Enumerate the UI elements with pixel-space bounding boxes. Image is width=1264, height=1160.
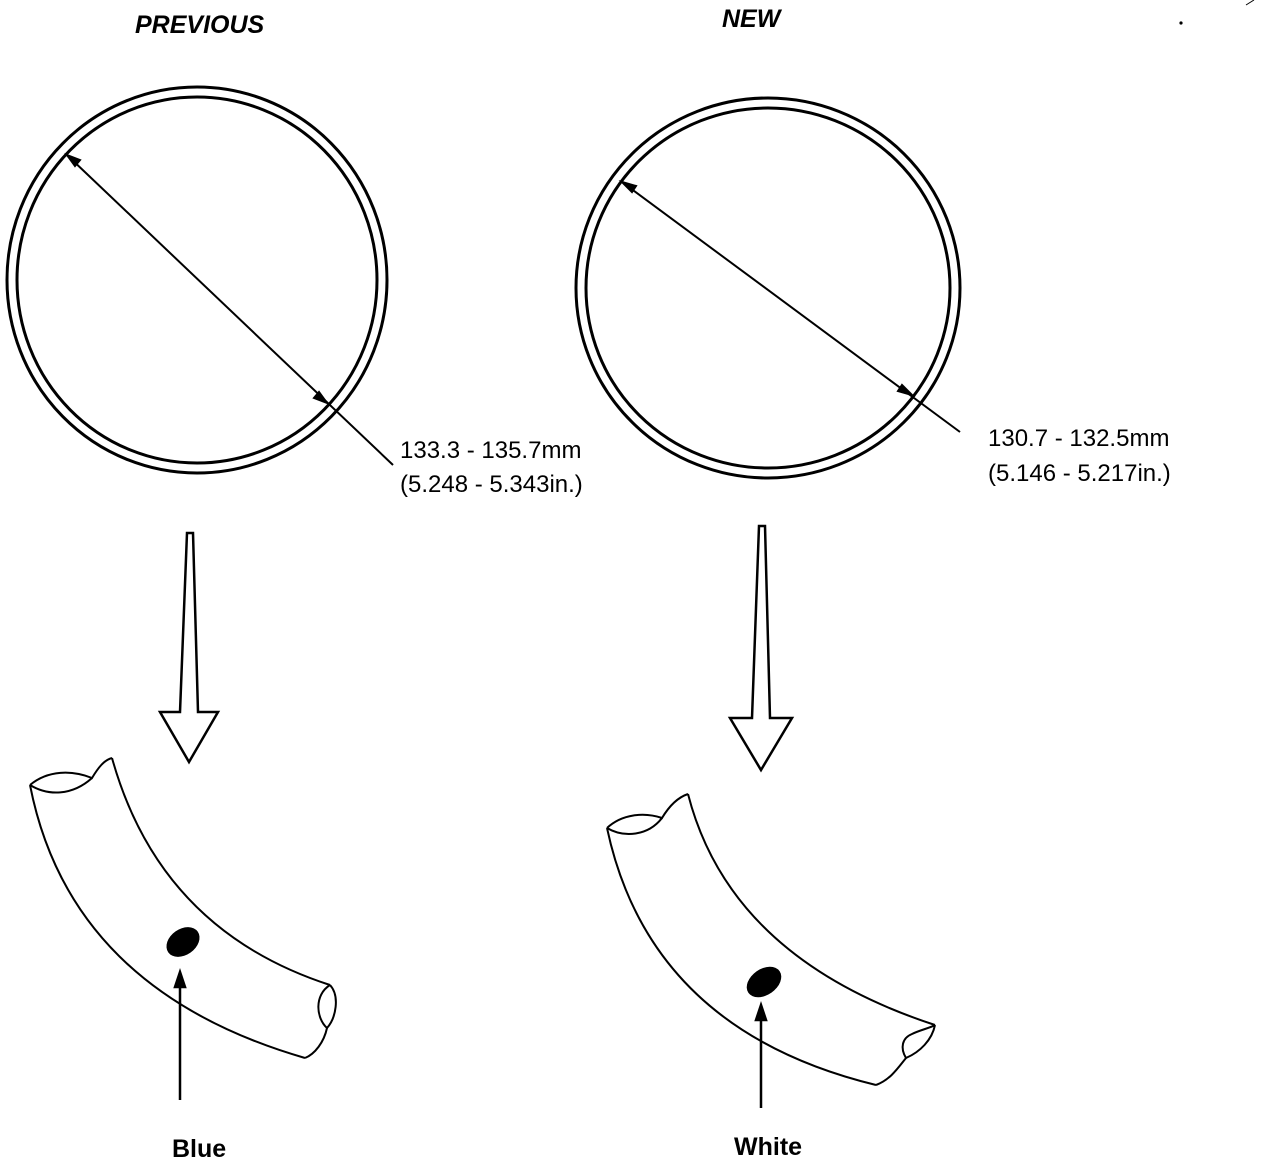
previous-heading: PREVIOUS bbox=[135, 11, 265, 39]
previous-pointer-arrow bbox=[173, 968, 187, 1100]
previous-ring-segment-icon bbox=[29, 757, 337, 1059]
scan-specks bbox=[1179, 0, 1255, 25]
previous-panel: PREVIOUS 133.3 - 135.7mm (5.248 - 5.343i… bbox=[5, 11, 583, 1160]
new-ring-segment-icon bbox=[606, 793, 936, 1086]
new-diameter-line bbox=[618, 179, 961, 433]
previous-down-arrow-icon bbox=[157, 531, 221, 765]
new-mark-color-label: White bbox=[734, 1133, 802, 1160]
new-color-dot bbox=[746, 966, 782, 998]
new-diameter-mm: 130.7 - 132.5mm bbox=[988, 425, 1169, 452]
previous-diameter-line bbox=[64, 152, 394, 466]
previous-ring bbox=[5, 85, 389, 475]
previous-mark-color-label: Blue bbox=[172, 1135, 226, 1160]
new-ring bbox=[574, 96, 962, 480]
previous-diameter-in: (5.248 - 5.343in.) bbox=[400, 471, 583, 498]
new-panel: NEW 130.7 - 132.5mm (5.146 - 5.217in.) bbox=[574, 5, 1171, 1160]
new-down-arrow-icon bbox=[727, 524, 795, 773]
new-pointer-arrow bbox=[754, 1001, 768, 1108]
new-diameter-in: (5.146 - 5.217in.) bbox=[988, 460, 1171, 487]
previous-color-dot bbox=[166, 927, 200, 957]
previous-diameter-mm: 133.3 - 135.7mm bbox=[400, 437, 581, 464]
new-heading: NEW bbox=[722, 5, 783, 33]
